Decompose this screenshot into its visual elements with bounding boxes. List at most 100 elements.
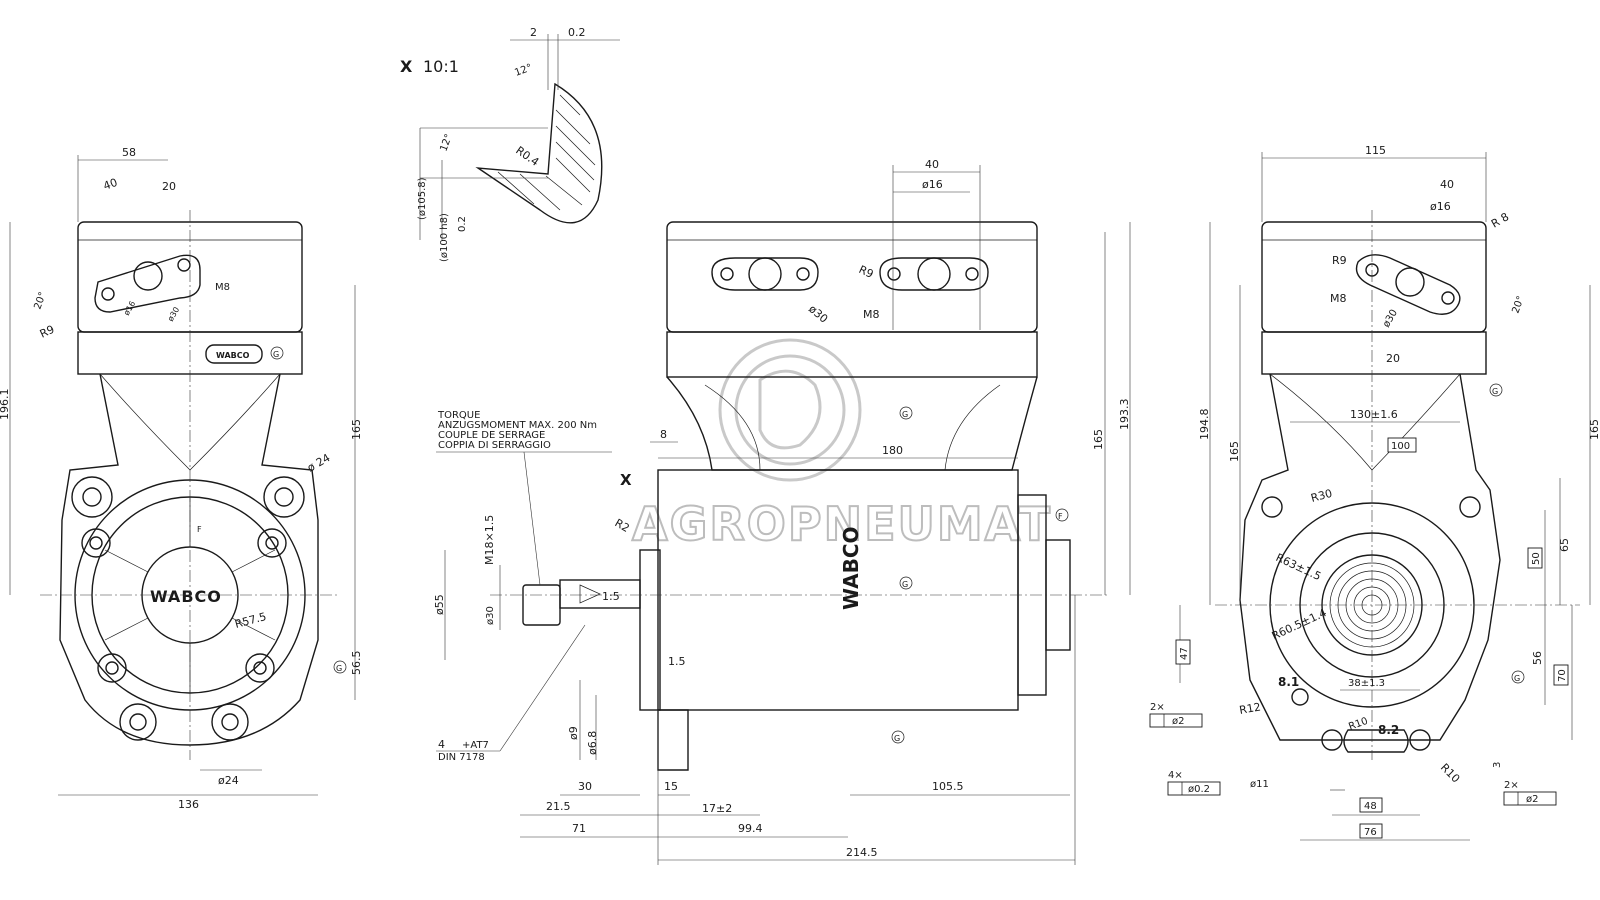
left-mark-g1: G <box>273 350 279 359</box>
front-view: 1:5 WABCO X TORQUE ANZUGSMOMENT MAX. 200… <box>433 158 1131 865</box>
right-dim-76: 76 <box>1364 827 1377 838</box>
right-dim-d30: ø30 <box>1381 308 1400 330</box>
front-dim-99-4: 99.4 <box>738 822 763 835</box>
front-dim-d9: ø9 <box>567 726 580 740</box>
front-brand-logo: WABCO <box>839 526 863 610</box>
left-brand-logo: WABCO <box>150 587 222 606</box>
left-dim-565: 56.5 <box>350 651 363 676</box>
torque-line-3: COUPLE DE SERRAGE <box>438 430 545 441</box>
right-tol-d02: ø0.2 <box>1188 784 1210 795</box>
left-dim-d24: ø 24 <box>305 451 332 474</box>
left-dim-136: 136 <box>178 798 199 811</box>
front-section-x: X <box>620 471 632 489</box>
right-dim-40: 40 <box>1440 178 1454 191</box>
front-mark-g1: G <box>902 410 908 419</box>
torque-line-1: TORQUE <box>437 410 480 421</box>
detail-dim-12deg-b: 12° <box>438 133 454 153</box>
right-dim-130: 130±1.6 <box>1350 408 1398 421</box>
thread-line-1: +AT7 <box>462 740 489 751</box>
front-dim-1-5: 1.5 <box>668 655 686 668</box>
front-mark-f: F <box>1058 512 1063 521</box>
right-tol-d2-a: ø2 <box>1172 716 1184 727</box>
front-dim-17: 17±2 <box>702 802 732 815</box>
front-dim-15: 15 <box>664 780 678 793</box>
detail-dim-02: 0.2 <box>457 216 468 232</box>
right-dim-r10-b: R10 <box>1438 761 1462 785</box>
right-dim-m8: M8 <box>1330 292 1347 305</box>
right-tol-2x-a: 2× <box>1150 702 1165 713</box>
right-dim-50: 50 <box>1531 552 1542 565</box>
right-dim-20deg: 20° <box>1510 295 1526 315</box>
right-dim-r12: R12 <box>1238 700 1262 717</box>
right-dim-48: 48 <box>1364 801 1377 812</box>
front-dim-d55: ø55 <box>433 594 446 615</box>
front-dim-d16: ø16 <box>922 178 943 191</box>
right-dim-r8: R 8 <box>1489 210 1511 230</box>
left-dim-196: 196.1 <box>0 389 11 421</box>
torque-line-2: ANZUGSMOMENT MAX. 200 Nm <box>438 420 597 431</box>
front-dim-214-5: 214.5 <box>846 846 878 859</box>
left-mark-g2: G <box>336 664 342 673</box>
right-dim-38: 38±1.3 <box>1348 678 1385 689</box>
detail-dim-0-2: 0.2 <box>568 26 586 39</box>
front-dim-m8: M8 <box>863 308 880 321</box>
right-dim-56: 56 <box>1531 651 1544 665</box>
right-dim-70: 70 <box>1557 669 1568 682</box>
left-dim-58: 58 <box>122 146 136 159</box>
left-dim-40: 40 <box>102 176 120 193</box>
left-dim-20: 20 <box>162 180 176 193</box>
right-dim-r9: R9 <box>1332 254 1347 267</box>
right-dim-47: 47 <box>1179 647 1190 660</box>
detail-x: X 10:1 2 0.2 12° 12° R0.4 (ø105.8) (ø100… <box>400 26 620 262</box>
watermark-text: AGROPNEUMAT <box>632 497 1052 551</box>
left-dim-d16: ø16 <box>122 299 137 317</box>
detail-dim-2: 2 <box>530 26 537 39</box>
front-mark-g3: G <box>894 734 900 743</box>
right-tol-4x: 4× <box>1168 770 1183 781</box>
front-dim-d30: ø30 <box>806 302 830 325</box>
right-view: 115 40 ø16 R 8 R9 M8 ø30 20° 20 194.8 16… <box>1149 144 1600 841</box>
detail-dim-d1058: (ø105.8) <box>417 177 428 220</box>
watermark: AGROPNEUMAT <box>631 338 1052 552</box>
left-badge-text: WABCO <box>216 351 250 360</box>
right-dim-100: 100 <box>1391 441 1410 452</box>
thread-line-2: DIN 7178 <box>438 752 485 763</box>
left-dim-d24-bottom: ø24 <box>218 774 239 787</box>
torque-line-4: COPPIA DI SERRAGGIO <box>438 440 551 451</box>
thread-dim-4: 4 <box>438 738 445 751</box>
detail-label: X <box>400 57 413 76</box>
right-dim-65: 65 <box>1558 538 1571 552</box>
detail-dim-12deg-a: 12° <box>513 62 533 78</box>
front-dim-180: 180 <box>882 444 903 457</box>
right-dim-165-a: 165 <box>1228 441 1241 462</box>
left-view: WABCO WABCO 58 40 20 20° R9 ø16 ø30 M8 1… <box>0 146 363 811</box>
left-dim-165: 165 <box>350 419 363 440</box>
detail-scale: 10:1 <box>423 57 459 76</box>
front-dim-d6-8: ø6.8 <box>586 731 599 755</box>
right-dim-r30: R30 <box>1309 487 1333 505</box>
front-mark-g2: G <box>902 580 908 589</box>
right-dim-20: 20 <box>1386 352 1400 365</box>
right-point-8-2: 8.2 <box>1378 723 1399 737</box>
front-dim-r2: R2 <box>613 516 632 535</box>
front-dim-165: 165 <box>1092 429 1105 450</box>
right-tol-2x-b: 2× <box>1504 780 1519 791</box>
left-dim-m8: M8 <box>215 282 230 293</box>
right-tol-d2-b: ø2 <box>1526 794 1538 805</box>
front-dim-d30: ø30 <box>485 606 496 625</box>
front-dim-40: 40 <box>925 158 939 171</box>
left-mark-f: F <box>197 525 202 534</box>
right-point-8-1: 8.1 <box>1278 675 1299 689</box>
right-mark-g1: G <box>1492 387 1498 396</box>
front-dim-71: 71 <box>572 822 586 835</box>
thread-note: 4 +AT7 DIN 7178 <box>436 624 586 763</box>
right-mark-g2: G <box>1514 674 1520 683</box>
right-dim-d11: ø11 <box>1250 779 1269 790</box>
front-dim-1933: 193.3 <box>1118 399 1131 431</box>
right-dim-r63: R63±1.5 <box>1274 551 1323 583</box>
right-dim-115: 115 <box>1365 144 1386 157</box>
right-dim-r60-5: R60.5±1.4 <box>1270 606 1329 643</box>
left-dim-d30: ø30 <box>166 305 181 323</box>
left-dim-r9: R9 <box>38 323 57 341</box>
